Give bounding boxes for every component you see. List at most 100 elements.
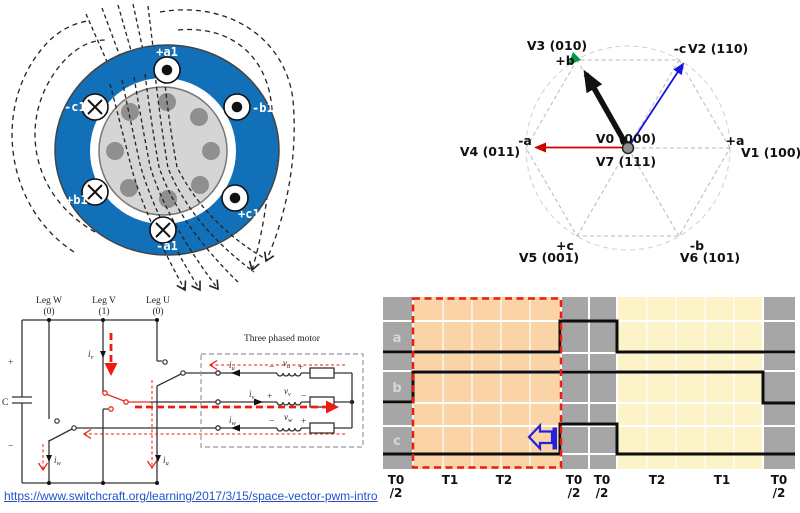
- outer-flux-loops: [11, 9, 295, 272]
- v-leg-switch: [102, 390, 150, 412]
- pwm-row-c: c: [393, 434, 401, 449]
- switch-contacts: [54, 359, 186, 431]
- inverter-circuit-svg: Leg W (0) Leg V (1) Leg U (0): [2, 296, 364, 485]
- pwm-pattern-panel: a b c T0/2 T1 T2 T0/2 T0/2: [383, 297, 795, 513]
- label-axis-plus-c: +c: [556, 238, 574, 253]
- label-axis-minus-c: -c: [674, 41, 687, 56]
- slot-label-minus-a1: -a1: [156, 239, 178, 253]
- motor-box-title: Three phased motor: [244, 334, 321, 344]
- cap-minus: −: [8, 442, 13, 452]
- label-v5: V5 (001): [519, 250, 579, 265]
- motor-flux-svg: +a1 -b1 +c1 -a1 +b1 -c1: [11, 3, 295, 292]
- pwm-gridlines: [442, 297, 735, 469]
- seg-2: T2: [496, 473, 513, 487]
- origin-dot: [621, 141, 635, 155]
- slot-label-plus-c1: +c1: [238, 207, 260, 221]
- label-iv-top: iv: [88, 349, 94, 361]
- current-path-thick: [104, 333, 339, 414]
- pwm-columns: [383, 297, 795, 469]
- resistor-v: [309, 396, 335, 408]
- slot-plus-c1: [221, 184, 249, 212]
- seg-4: T0/2: [594, 473, 611, 500]
- label-iv-branch: iv: [249, 389, 255, 401]
- vw-sign-right: +: [301, 417, 306, 427]
- label-axis-minus-b: -b: [690, 238, 704, 253]
- leg-u-state: (0): [152, 306, 163, 317]
- label-axis-plus-b: +b: [555, 53, 574, 68]
- rotor-bars: [106, 93, 220, 208]
- pwm-segment-labels: T0/2 T1 T2 T0/2 T0/2 T2 T1 T0/2: [388, 473, 788, 500]
- label-v4: V4 (011): [460, 144, 520, 159]
- label-axis-plus-a: +a: [726, 133, 745, 148]
- label-axis-minus-a: -a: [518, 133, 532, 148]
- label-v7: V7 (111): [596, 154, 656, 169]
- leg-v-state: (1): [98, 306, 109, 317]
- label-vw: vw: [284, 412, 293, 424]
- pwm-pattern-svg: a b c T0/2 T1 T2 T0/2 T0/2: [383, 297, 795, 500]
- slot-plus-b1: [81, 178, 109, 206]
- pwm-row-b: b: [392, 381, 401, 396]
- vector-v2-arrow: [627, 62, 685, 149]
- leg-u-name: Leg U: [146, 296, 170, 306]
- seg-7: T0/2: [771, 473, 788, 500]
- slot-label-plus-a1: +a1: [156, 45, 178, 59]
- highlight-rect: [411, 297, 563, 469]
- space-vector-panel: V3 (010) +b -c V2 (110) V4 (011) -a V0 (…: [400, 0, 800, 290]
- vu-sign-right: +: [298, 363, 303, 373]
- vu-sign-left: −: [269, 363, 274, 373]
- space-vector-svg: V3 (010) +b -c V2 (110) V4 (011) -a V0 (…: [460, 38, 800, 265]
- label-v3: V3 (010): [527, 38, 587, 53]
- slot-minus-c1: [81, 93, 109, 121]
- vw-sign-left: −: [269, 417, 274, 427]
- slot-label-minus-c1: -c1: [64, 100, 86, 114]
- pwm-waveforms: [383, 319, 795, 456]
- cap-plus: +: [8, 358, 13, 368]
- b-axis-arrowhead: [568, 52, 581, 65]
- seg-1: T1: [442, 473, 459, 487]
- label-vv: vv: [284, 386, 291, 398]
- waveform-a: [383, 319, 795, 354]
- label-iu-bottom: iu: [163, 455, 170, 467]
- waveform-b: [383, 370, 795, 405]
- waveform-c: [383, 422, 795, 456]
- motor-flux-panel: +a1 -b1 +c1 -a1 +b1 -c1: [0, 0, 335, 296]
- label-v2: V2 (110): [688, 41, 748, 56]
- leg-w-name: Leg W: [36, 296, 62, 306]
- label-v6: V6 (101): [680, 250, 740, 265]
- seg-0: T0/2: [388, 473, 405, 500]
- vv-sign-right: −: [301, 392, 306, 402]
- winding-slots: [81, 56, 251, 244]
- label-iu-branch: iu: [229, 360, 236, 372]
- label-vu: vu: [283, 358, 291, 370]
- inverter-circuit-panel: Leg W (0) Leg V (1) Leg U (0): [0, 293, 390, 493]
- label-iw-branch: iw: [229, 415, 237, 427]
- back-arrow-icon: [527, 422, 557, 452]
- motor-branches: [215, 367, 353, 434]
- slot-label-minus-b1: -b1: [252, 101, 274, 115]
- resistor-u: [309, 367, 335, 379]
- flux-lines: [109, 72, 265, 292]
- resistor-w: [309, 422, 335, 434]
- label-v0: V0 (000): [596, 131, 656, 146]
- seg-3: T0/2: [566, 473, 583, 500]
- cap-name: C: [2, 398, 8, 408]
- source-link[interactable]: https://www.switchcraft.org/learning/201…: [4, 489, 378, 503]
- slot-plus-a1: [153, 56, 181, 84]
- leg-v-name: Leg V: [92, 296, 116, 306]
- reference-vector-arrow: [583, 69, 631, 150]
- leg-headers: Leg W (0) Leg V (1) Leg U (0): [36, 296, 170, 317]
- branch-current-arrows: [46, 351, 263, 462]
- label-v1: V1 (100): [741, 145, 800, 160]
- slot-minus-a1: [149, 216, 177, 244]
- leg-w-state: (0): [43, 306, 54, 317]
- label-iw-bottom: iw: [54, 455, 62, 467]
- pwm-row-a: a: [393, 331, 402, 346]
- bus-wires: [12, 319, 216, 484]
- motor-box: [200, 353, 364, 448]
- seg-6: T1: [714, 473, 731, 487]
- slot-label-plus-b1: +b1: [66, 193, 88, 207]
- seg-5: T2: [649, 473, 666, 487]
- slot-minus-b1: [223, 93, 251, 121]
- vv-sign-left: +: [267, 392, 272, 402]
